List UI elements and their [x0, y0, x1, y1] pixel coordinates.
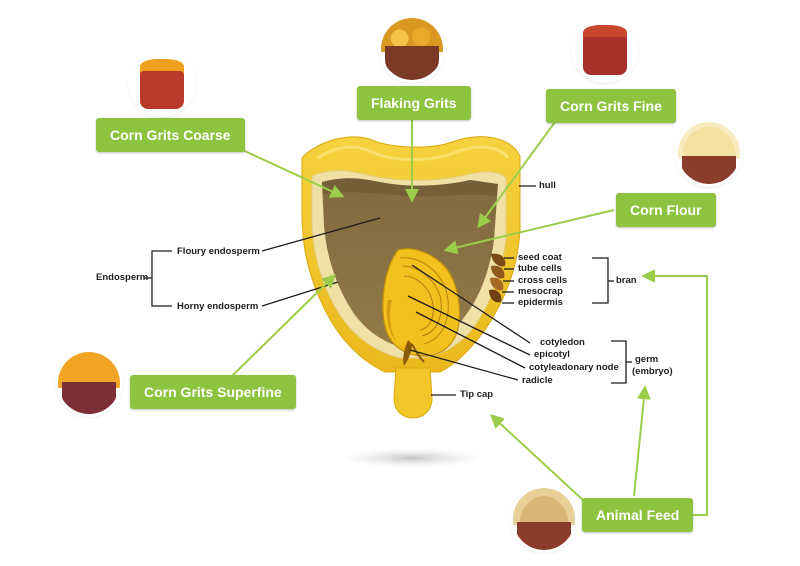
corn-grits-coarse-callout[interactable]: Corn Grits Coarse — [96, 118, 245, 152]
corn-grits-coarse-photo — [131, 52, 193, 114]
tip-cap — [393, 367, 433, 419]
seed-coat-label: seed coat — [518, 252, 562, 263]
flaking-grits-label: Flaking Grits — [371, 95, 457, 111]
floury-endosperm-label: Floury endosperm — [177, 246, 260, 257]
corn-grits-superfine-callout[interactable]: Corn Grits Superfine — [130, 375, 296, 409]
tube-cells-label: tube cells — [518, 263, 562, 274]
corn-grits-superfine-label: Corn Grits Superfine — [144, 384, 282, 400]
horny-endosperm-label: Horny endosperm — [177, 301, 259, 312]
corn-grits-fine-photo — [574, 18, 636, 80]
germ-label: germ — [635, 354, 659, 365]
leader-lines — [144, 185, 632, 396]
epidermis-label: epidermis — [518, 297, 563, 308]
endosperm-label: Endosperm — [96, 272, 149, 283]
corn-grits-coarse-label: Corn Grits Coarse — [110, 127, 231, 143]
cotyledon-label: cotyledon — [540, 337, 585, 348]
bran-layers — [489, 253, 506, 303]
cotyleadonary-node-label: cotyleadonary node — [529, 362, 619, 373]
flaking-grits-callout[interactable]: Flaking Grits — [357, 86, 471, 120]
corn-grits-fine-label: Corn Grits Fine — [560, 98, 662, 114]
embryo-label: (embryo) — [632, 366, 673, 377]
corn-flour-label: Corn Flour — [630, 202, 702, 218]
epicotyl-label: epicotyl — [534, 349, 570, 360]
corn-grits-fine-callout[interactable]: Corn Grits Fine — [546, 89, 676, 123]
radicle-label: radicle — [522, 375, 553, 386]
cross-cells-label: cross cells — [518, 275, 568, 286]
animal-feed-photo — [513, 488, 575, 550]
flaking-grits-photo — [381, 18, 443, 80]
animal-feed-callout[interactable]: Animal Feed — [582, 498, 694, 532]
tip-cap-label: Tip cap — [460, 389, 494, 400]
bran-label: bran — [616, 275, 637, 286]
mesocrap-label: mesocrap — [518, 286, 563, 297]
corn-flour-photo — [678, 122, 740, 184]
hull-label: hull — [539, 180, 556, 191]
radicle — [403, 340, 412, 366]
corn-flour-callout[interactable]: Corn Flour — [616, 193, 716, 227]
animal-feed-label: Animal Feed — [596, 507, 680, 523]
product-arrows — [231, 117, 708, 516]
kernel-shadow — [340, 448, 484, 468]
corn-grits-superfine-photo — [58, 352, 120, 414]
